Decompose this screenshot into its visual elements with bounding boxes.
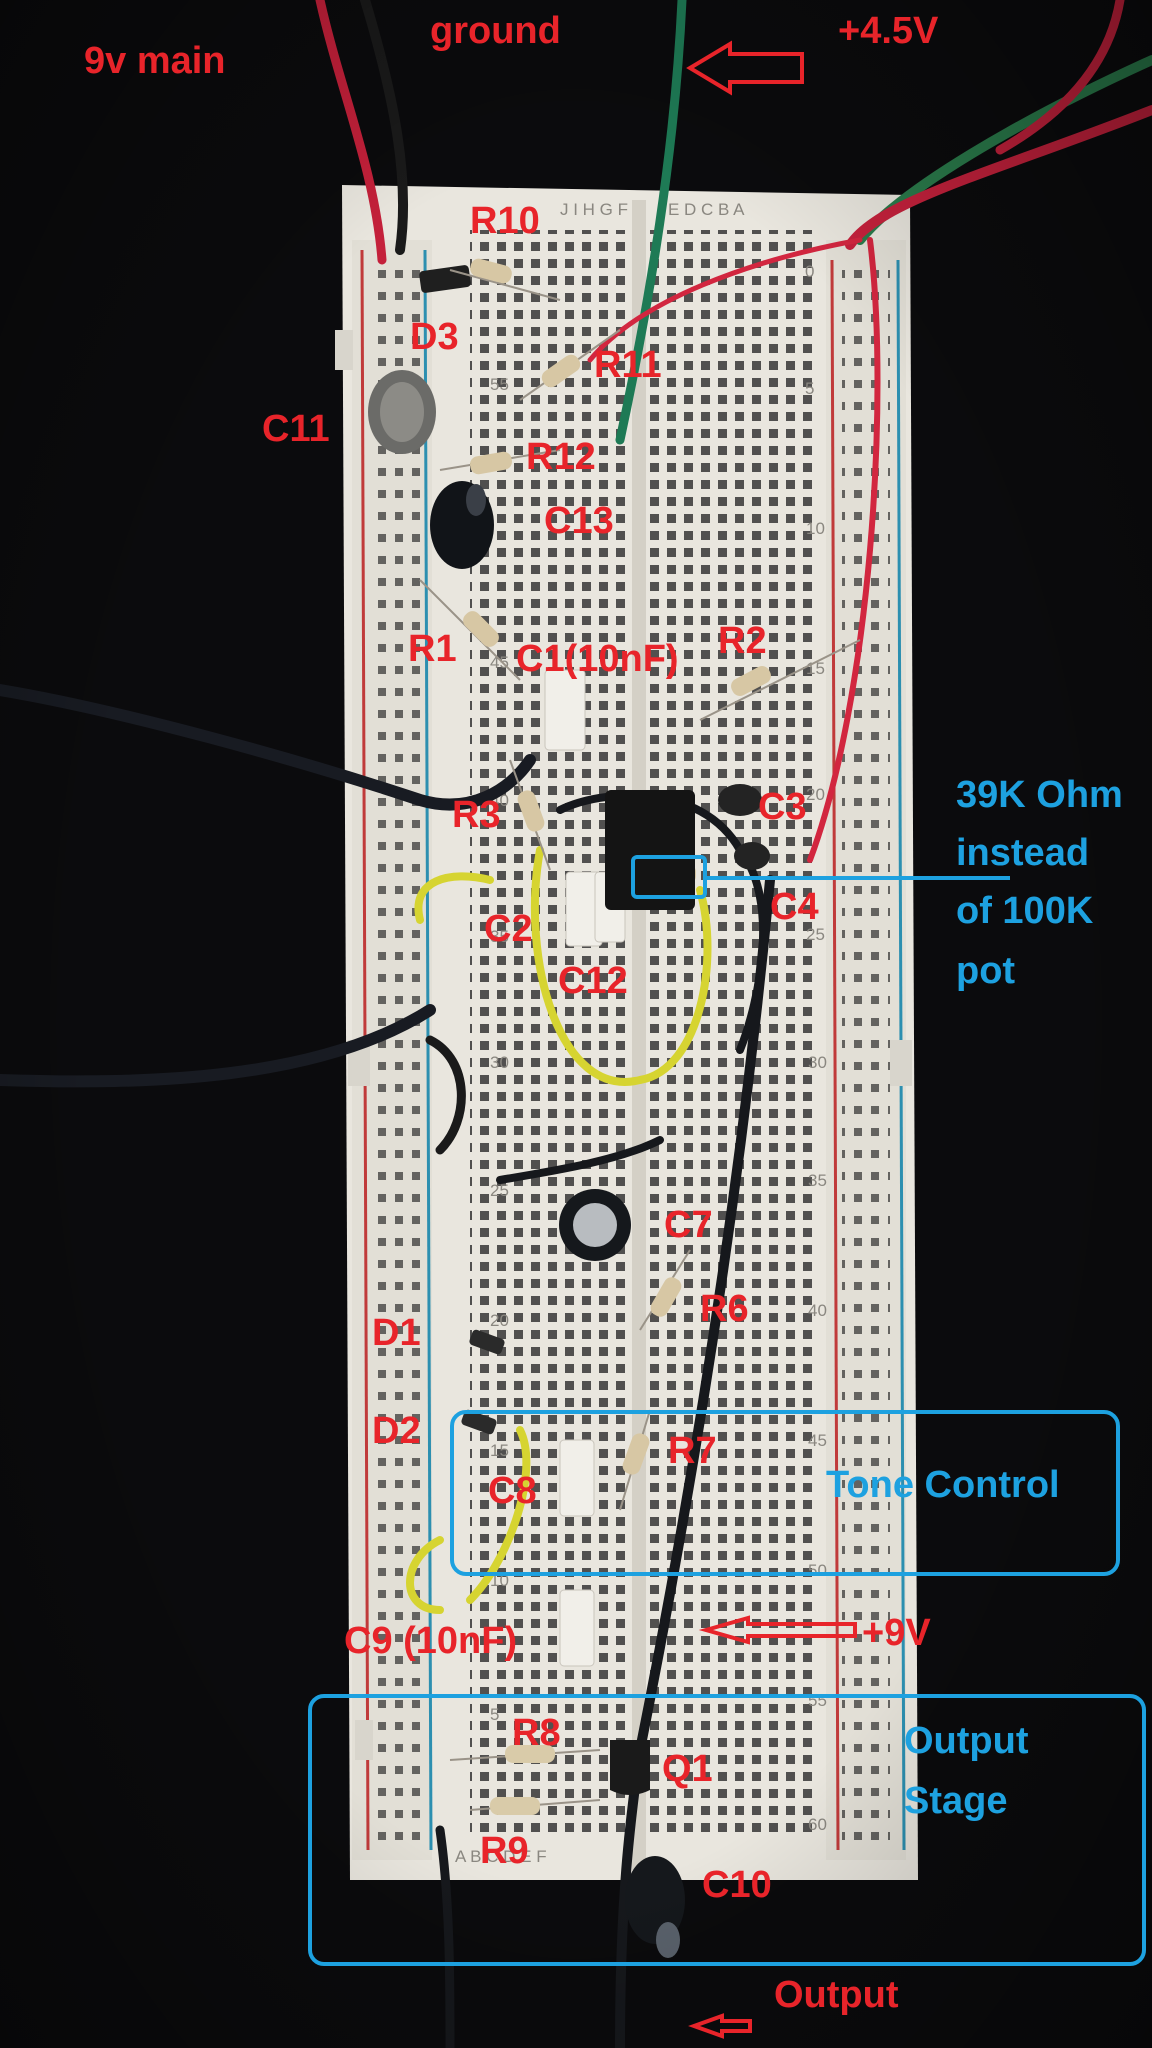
arrow-4-5v-icon — [686, 40, 804, 96]
label-q1: Q1 — [662, 1748, 713, 1790]
label-ground: ground — [430, 10, 561, 52]
row-number: 30 — [490, 1053, 509, 1072]
label-c10: C10 — [702, 1864, 772, 1906]
note-pot-line-4: pot — [956, 950, 1016, 992]
label-c13: C13 — [544, 500, 614, 542]
label-c9: C9 (10nF) — [344, 1620, 518, 1662]
row-number: 45 — [490, 653, 509, 672]
label-r10: R10 — [470, 200, 540, 242]
row-number: 0 — [805, 262, 814, 281]
label-c11: C11 — [262, 408, 330, 450]
arrow-output-icon — [688, 2013, 752, 2039]
row-number: 35 — [808, 1171, 827, 1190]
label-r8: R8 — [512, 1712, 561, 1754]
row-number: 40 — [808, 1301, 827, 1320]
label-c8: C8 — [488, 1470, 537, 1512]
label-r9: R9 — [480, 1830, 529, 1872]
label-c7: C7 — [664, 1204, 713, 1246]
left-column-letters: J I H G F — [560, 200, 628, 219]
capacitor-c1 — [544, 669, 586, 751]
label-r1: R1 — [408, 628, 457, 670]
row-number: 55 — [490, 375, 509, 394]
label-d1: D1 — [372, 1312, 421, 1354]
row-number: 30 — [808, 1053, 827, 1072]
row-number: 5 — [805, 379, 814, 398]
label-r2: R2 — [718, 620, 767, 662]
capacitor-c3 — [718, 784, 762, 816]
label-d2: D2 — [372, 1410, 421, 1452]
tone-control-box — [450, 1410, 1120, 1576]
label-r7: R7 — [668, 1430, 717, 1472]
annotation-red-arrows — [686, 40, 857, 2039]
label-plus-4-5v: +4.5V — [838, 10, 939, 52]
label-c1: C1(10nF) — [516, 638, 679, 680]
label-output-stage-line-2: Stage — [904, 1780, 1008, 1822]
capacitor-c4 — [734, 842, 770, 870]
ic-op-amp — [605, 790, 695, 910]
row-number: 10 — [806, 519, 825, 538]
label-output-stage-line-1: Output — [904, 1720, 1029, 1762]
note-pot-line-3: of 100K — [956, 890, 1094, 932]
row-number: 20 — [490, 1311, 509, 1330]
output-stage-box — [308, 1694, 1146, 1966]
annotation-blue-highlight — [631, 855, 1010, 899]
capacitor-c9 — [559, 1589, 595, 1667]
note-pot-line-1: 39K Ohm — [956, 774, 1123, 816]
label-c3: C3 — [758, 786, 807, 828]
row-number: 20 — [806, 785, 825, 804]
label-c12: C12 — [558, 960, 628, 1002]
label-9v-main: 9v main — [84, 40, 226, 82]
label-d3: D3 — [410, 316, 459, 358]
label-c2: C2 — [484, 908, 533, 950]
label-output: Output — [774, 1974, 899, 2016]
label-r11: R11 — [594, 344, 662, 386]
right-column-letters: E D C B A — [668, 200, 745, 219]
label-c4: C4 — [770, 886, 819, 928]
label-r12: R12 — [526, 436, 596, 478]
label-tone-control: Tone Control — [826, 1464, 1060, 1506]
label-r6: R6 — [700, 1288, 749, 1330]
label-plus-9v: +9V — [862, 1612, 931, 1654]
label-r3: R3 — [452, 794, 501, 836]
note-pot-line-2: instead — [956, 832, 1090, 874]
arrow-9v-icon — [698, 1615, 857, 1645]
